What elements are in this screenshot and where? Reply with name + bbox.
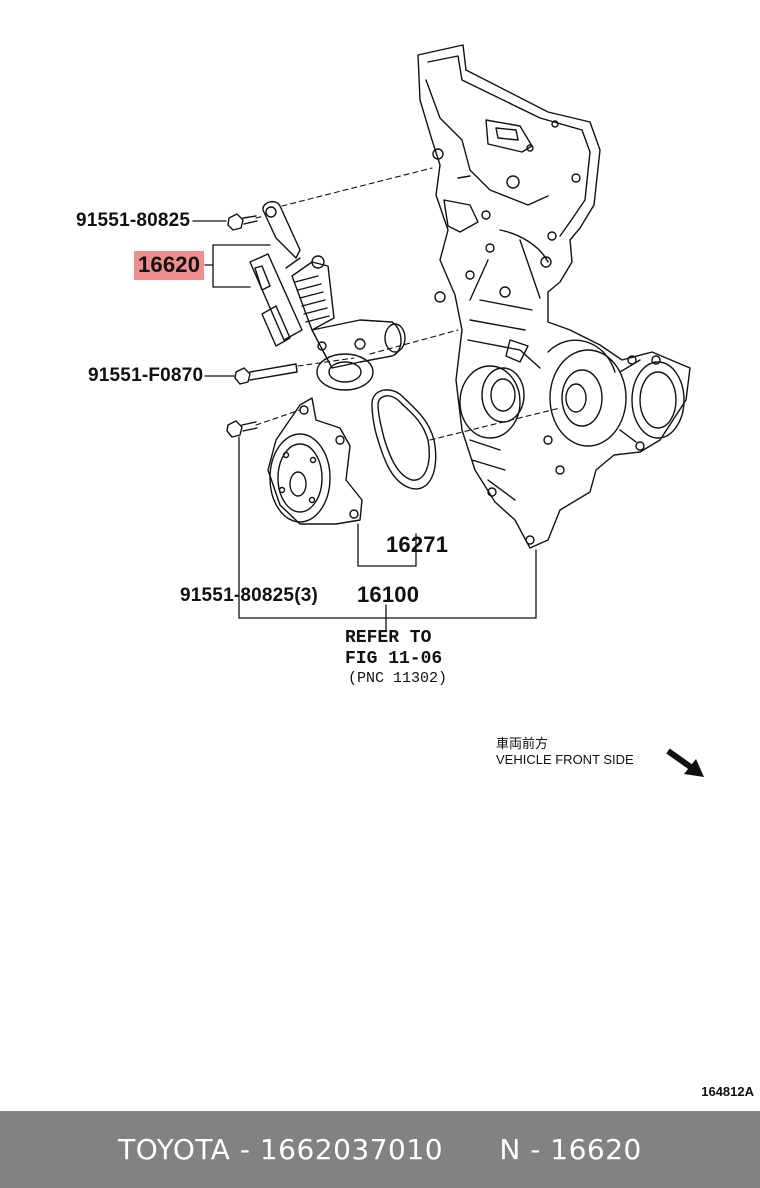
callout-bolt-mid[interactable]: 91551-F0870 bbox=[88, 365, 204, 386]
refer-line3: (PNC 11302) bbox=[348, 670, 448, 687]
arrow-down-right-icon bbox=[666, 748, 704, 777]
leader-lines bbox=[192, 220, 537, 631]
footer-sep: - bbox=[230, 1133, 260, 1166]
direction-english: VEHICLE FRONT SIDE bbox=[496, 752, 634, 767]
tensioner-illustration bbox=[249, 200, 406, 391]
footer-brand: TOYOTA bbox=[118, 1133, 231, 1166]
callout-tensioner[interactable]: 16620 bbox=[138, 252, 201, 277]
bolt-top-illustration bbox=[227, 213, 258, 231]
callout-gasket[interactable]: 16271 bbox=[386, 532, 449, 557]
footer-part-number: 1662037010 bbox=[259, 1133, 444, 1166]
callout-water-pump[interactable]: 16100 bbox=[357, 582, 420, 607]
direction-japanese: 車両前方 bbox=[496, 736, 549, 751]
footer-gap bbox=[443, 1133, 499, 1166]
water-pump-illustration bbox=[267, 397, 363, 525]
footer-pnc: N - 16620 bbox=[499, 1133, 642, 1166]
footer-bar: TOYOTA - 1662037010 N - 16620 bbox=[0, 1111, 760, 1188]
timing-cover-illustration bbox=[417, 44, 691, 549]
refer-line1: REFER TO bbox=[345, 628, 432, 648]
refer-line2[interactable]: FIG 11-06 bbox=[345, 649, 443, 669]
bolt-mid-illustration bbox=[234, 363, 298, 385]
figure-id: 164812A bbox=[701, 1084, 754, 1099]
callout-bolt-top[interactable]: 91551-80825 bbox=[76, 210, 191, 231]
highlight-box bbox=[134, 251, 204, 280]
alignment-lines bbox=[255, 167, 561, 441]
gasket-illustration bbox=[371, 389, 437, 490]
parts-diagram bbox=[192, 44, 704, 777]
callout-bolt-pump[interactable]: 91551-80825(3) bbox=[180, 585, 319, 606]
bolt-pump-illustration bbox=[226, 420, 258, 438]
